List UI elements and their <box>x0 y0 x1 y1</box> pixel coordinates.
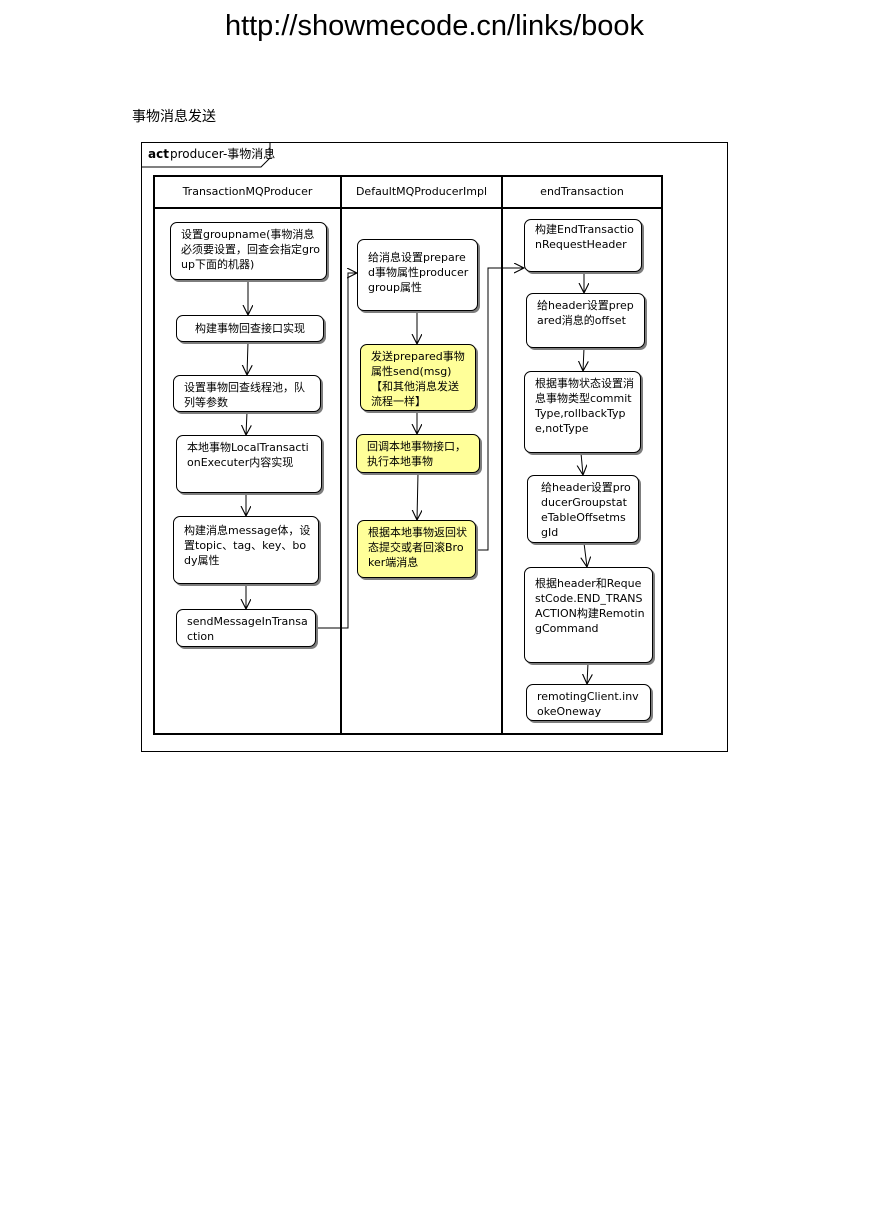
frame-keyword: act <box>148 147 169 161</box>
flow-arrow <box>247 341 248 375</box>
lane-title-endtransaction: endTransaction <box>540 185 624 198</box>
header-url: http://showmecode.cn/links/book <box>224 10 645 42</box>
activity-commit-or-rollback: 根据本地事物返回状态提交或者回滚Broker端消息 <box>357 520 476 578</box>
flow-arrow <box>587 662 588 684</box>
flow-arrow <box>583 347 584 371</box>
activity-build-message: 构建消息message体，设置topic、tag、key、body属性 <box>173 516 319 584</box>
frame-tab-outline <box>141 142 271 168</box>
activity-set-groupname: 设置groupname(事物消息必须要设置，回查会指定group下面的机器) <box>170 222 327 280</box>
activity-header-set-offset: 给header设置prepared消息的offset <box>526 293 645 348</box>
lane-title-transactionmqproducer: TransactionMQProducer <box>182 185 313 198</box>
frame-label-text: producer-事物消息 <box>169 147 276 161</box>
activity-set-transaction-type: 根据事物状态设置消息事物类型commitType,rollbackType,no… <box>524 371 641 453</box>
flow-arrow <box>246 411 247 435</box>
section-title: 事物消息发送 <box>132 109 216 125</box>
flow-arrow <box>316 273 357 629</box>
activity-header-set-producergroup: 给header设置producerGroupstateTableOffsetms… <box>527 475 639 543</box>
activity-build-check-listener: 构建事物回查接口实现 <box>176 315 324 342</box>
flow-arrow <box>584 542 587 567</box>
flow-arrow <box>581 452 583 475</box>
lane-title-defaultmqproducerimpl: DefaultMQProducerImpl <box>355 185 488 198</box>
flow-arrow <box>476 268 524 551</box>
diagram-frame <box>141 142 728 752</box>
activity-send-prepared-message: 发送prepared事物属性send(msg)【和其他消息发送流程一样】 <box>360 344 476 411</box>
activity-set-prepared-properties: 给消息设置prepared事物属性producergroup属性 <box>357 239 478 311</box>
activity-send-message-in-transaction: sendMessageInTransaction <box>176 609 316 647</box>
activity-invoke-oneway: remotingClient.invokeOneway <box>526 684 651 721</box>
activity-callback-local-transaction: 回调本地事物接口，执行本地事物 <box>356 434 480 473</box>
activity-build-remoting-command: 根据header和RequestCode.END_TRANSACTION构建Re… <box>524 567 653 663</box>
flow-arrow <box>417 472 418 520</box>
frame-label: actproducer-事物消息 <box>141 142 275 167</box>
activity-set-check-threadpool: 设置事物回查线程池，队列等参数 <box>173 375 321 412</box>
activity-build-end-transaction-header: 构建EndTransactionRequestHeader <box>524 219 642 272</box>
activity-local-transaction-executer: 本地事物LocalTransactionExecuter内容实现 <box>176 435 322 493</box>
